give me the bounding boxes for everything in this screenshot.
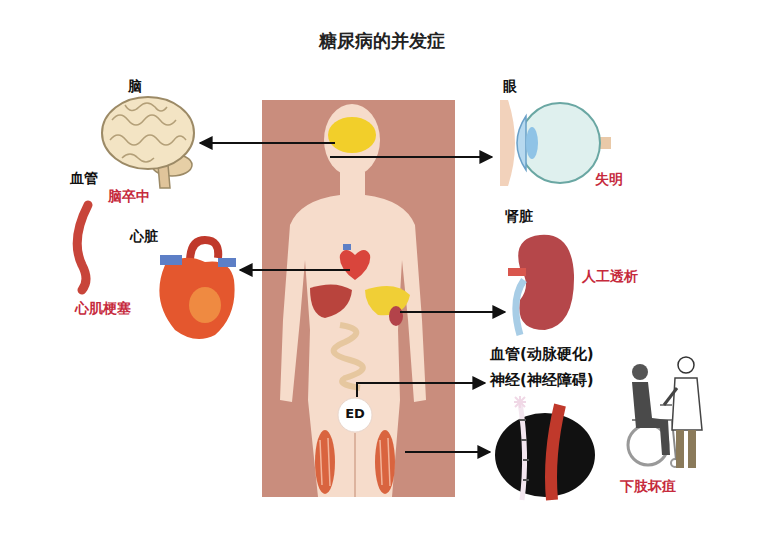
organ-label: 血管 [70,170,98,188]
ed-circle: ED [337,397,377,433]
helper-arm [664,388,677,405]
body-panel [262,100,455,497]
patient-head [632,364,648,380]
nerve-marks [520,420,529,480]
leader-arrow [240,269,350,271]
heart-highlight [189,287,221,323]
text-slot: 眼 [503,78,517,96]
brain-picture [102,97,194,169]
artery-picture [551,405,560,500]
eye-node: 眼失明 [495,78,645,193]
complication-label: 脑卒中 [108,188,150,206]
organ-label: 心脏 [130,228,158,246]
organ-label: 神经(神经障碍) [490,371,594,390]
organ-label: 脑 [128,78,142,96]
helper-leg [676,430,684,468]
vessel-picture [77,205,88,290]
complication-label: 人工透析 [582,268,638,286]
heart-vein [218,258,236,267]
text-slot: 失明 [595,171,623,189]
patient-body [632,382,670,455]
nerve-cell [514,396,526,408]
helper-head [678,357,694,373]
text-slot: 脑 [128,78,142,96]
body-intestine [334,325,363,388]
heart-picture [159,258,234,339]
body-liver [310,284,352,318]
eyeball [520,103,600,183]
leader-arrow [405,451,490,453]
text-slot: 心脏 [130,228,158,246]
complication-label: 失明 [595,171,623,189]
organ-label: 肾脏 [505,208,533,226]
heart-vein [160,255,182,265]
body-silhouette [280,172,426,497]
helper-coat [672,378,702,430]
body-heart [340,250,370,280]
complication-label: 心肌梗塞 [75,300,131,318]
eyelid-skin [500,100,515,186]
text-slot: 下肢坏疽 [620,478,676,496]
leader-arrow [330,156,492,158]
heart-node: 心脏心肌梗塞 [70,228,250,346]
muscle-stripes [320,438,390,486]
complication-label: 下肢坏疽 [620,478,676,496]
text-slot: 肾脏 [505,208,533,226]
brain-folds [110,103,186,162]
cornea [517,116,526,170]
text-slot: 心肌梗塞 [75,300,131,318]
helper-leg [688,430,696,468]
organ-label: ED [337,406,373,422]
text-slot: 血管 [70,170,98,188]
text-slot: ED [337,406,373,422]
body-heart-vessel [343,244,351,250]
body-head [324,104,380,176]
leg-gap [354,433,356,497]
brain-node: 脑 [100,78,205,193]
body-muscle [315,430,335,494]
text-slot: 神经(神经障碍) [490,371,594,390]
circle-shape [338,398,372,432]
black-circle [495,413,595,497]
leader-arrow [400,311,505,313]
renal-artery [508,268,526,276]
ureter [516,280,524,335]
diagram-title: 糖尿病的并发症 [0,30,764,53]
organ-label: 血管(动脉硬化) [490,345,594,364]
organ-label: 眼 [503,78,517,96]
text-slot: 人工透析 [582,268,638,286]
body-kidney [389,306,403,326]
leg-complication-node: 血管(动脉硬化) 神经(神经障碍) 下肢坏疽 [485,343,725,503]
body-muscle [375,430,395,494]
kidney-node: 肾脏人工透析 [500,208,670,333]
nerve-picture [520,402,525,500]
connector-arrow [357,383,485,397]
lens [526,127,538,159]
text-slot: 血管(动脉硬化) [490,345,594,364]
body-brain [328,117,376,153]
leader-arrow [200,142,335,144]
vessel-node: 血管脑卒中 [62,170,162,228]
text-slot: 脑卒中 [108,188,150,206]
body-stomach [365,286,410,315]
